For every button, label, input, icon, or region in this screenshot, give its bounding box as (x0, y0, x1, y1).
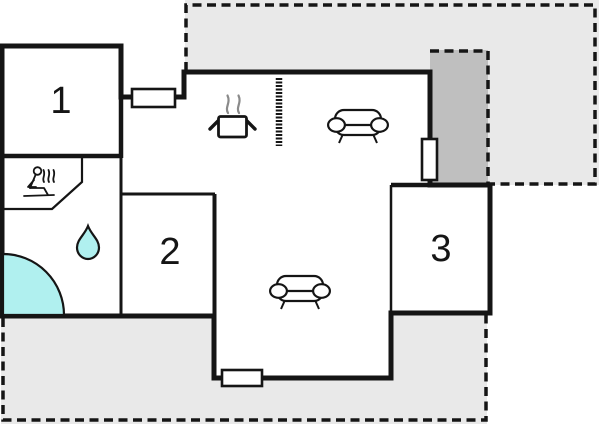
window-symbol (420, 137, 439, 182)
sauna-person-icon (23, 166, 56, 197)
water-drop-icon (75, 222, 101, 261)
window-symbol (130, 87, 177, 109)
terrace-annex-area (430, 50, 488, 185)
room-2-label: 2 (159, 231, 180, 273)
steam-icon (225, 94, 241, 115)
wall-sauna-partition (4, 156, 84, 211)
corner-shower-icon (1, 252, 66, 317)
window-symbol (220, 368, 264, 388)
terrace-bottom-dashed-border (1, 314, 488, 422)
room-1-label: 1 (50, 80, 71, 122)
room-3-label: 3 (430, 228, 451, 270)
terrace-annex-dashed-border (430, 49, 490, 184)
terrace-top-dashed-border (184, 3, 597, 186)
cooking-pot-icon (208, 94, 257, 139)
